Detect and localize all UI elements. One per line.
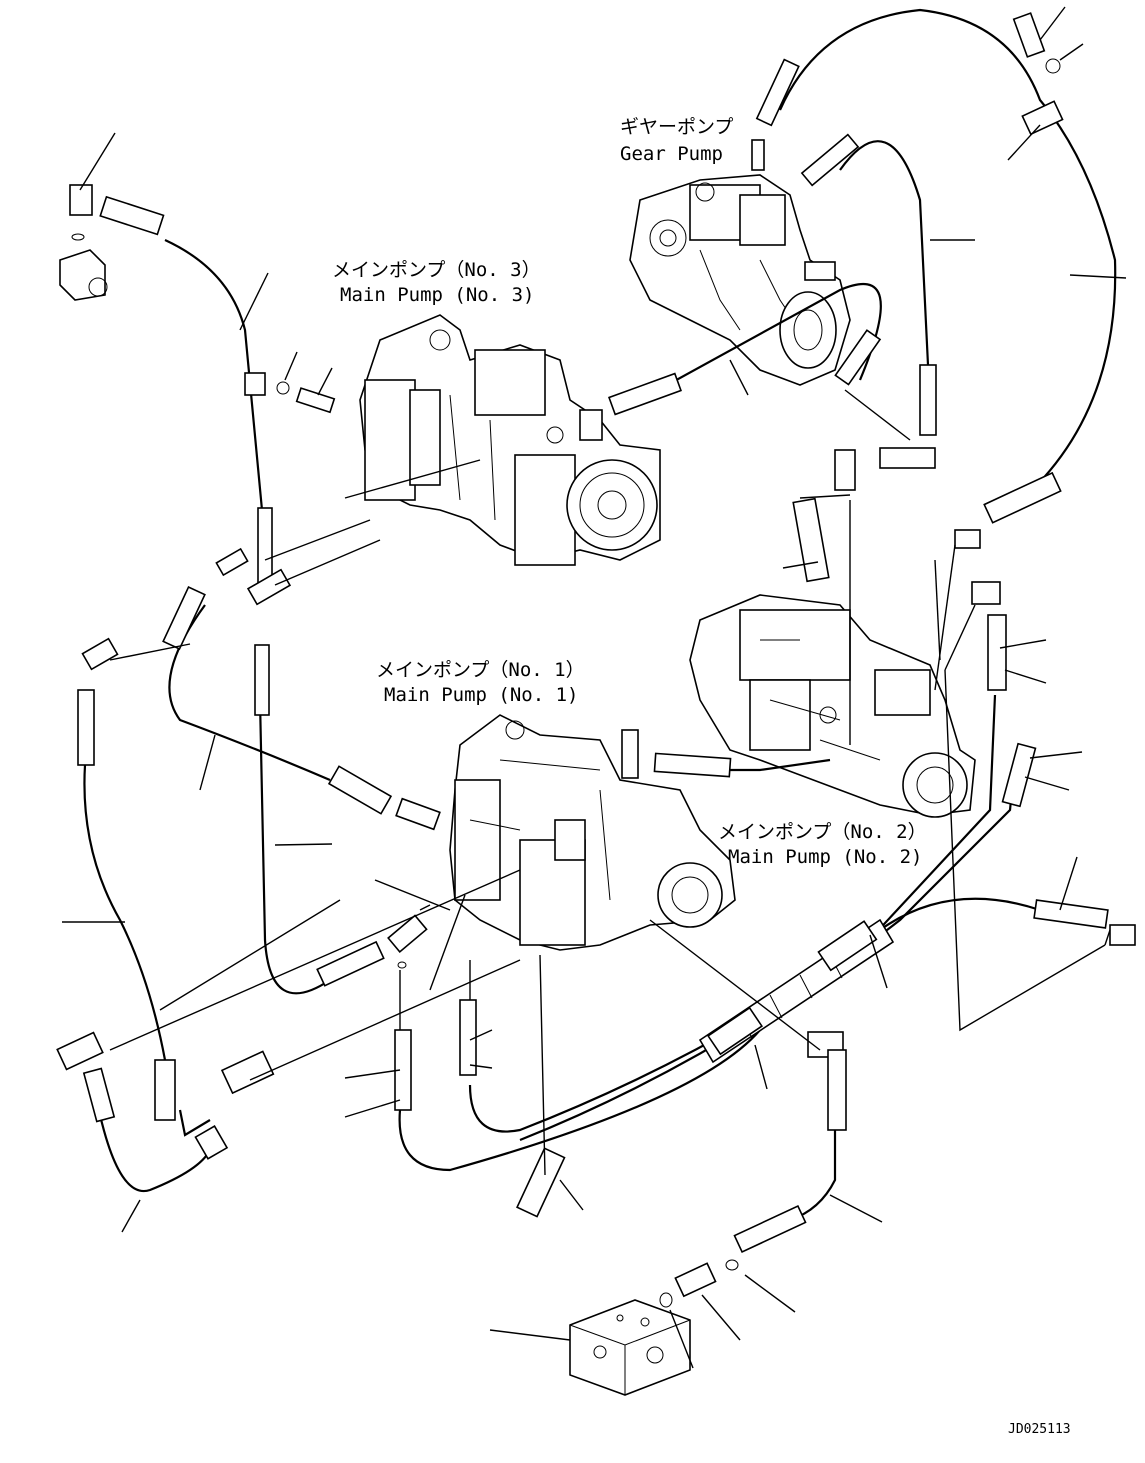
main-pump-1-label-en: Main Pump (No. 1) [384, 684, 578, 706]
main-pump-3-assembly [359, 314, 661, 566]
main-pump-3-label-en: Main Pump (No. 3) [340, 284, 534, 306]
hose-fittings [56, 12, 1136, 1396]
main-pump-1-assembly [449, 714, 736, 951]
leader-lines [62, 6, 1127, 1369]
hose-lines [83, 8, 1117, 1222]
main-pump-2-assembly [689, 594, 976, 818]
main-pump-2-label-en: Main Pump (No. 2) [728, 846, 922, 868]
main-pump-1-label-jp: メインポンプ（No. 1） [376, 659, 585, 681]
gear-pump-assembly [629, 139, 851, 386]
main-pump-2-label-jp: メインポンプ（No. 2） [718, 821, 927, 843]
drawing-code: JD025113 [1008, 1422, 1071, 1437]
gear-pump-label-jp: ギヤーポンプ [620, 116, 733, 138]
gear-pump-label-en: Gear Pump [620, 143, 723, 165]
hose-protector-sleeve [698, 918, 895, 1064]
main-pump-3-label-jp: メインポンプ（No. 3） [332, 259, 541, 281]
